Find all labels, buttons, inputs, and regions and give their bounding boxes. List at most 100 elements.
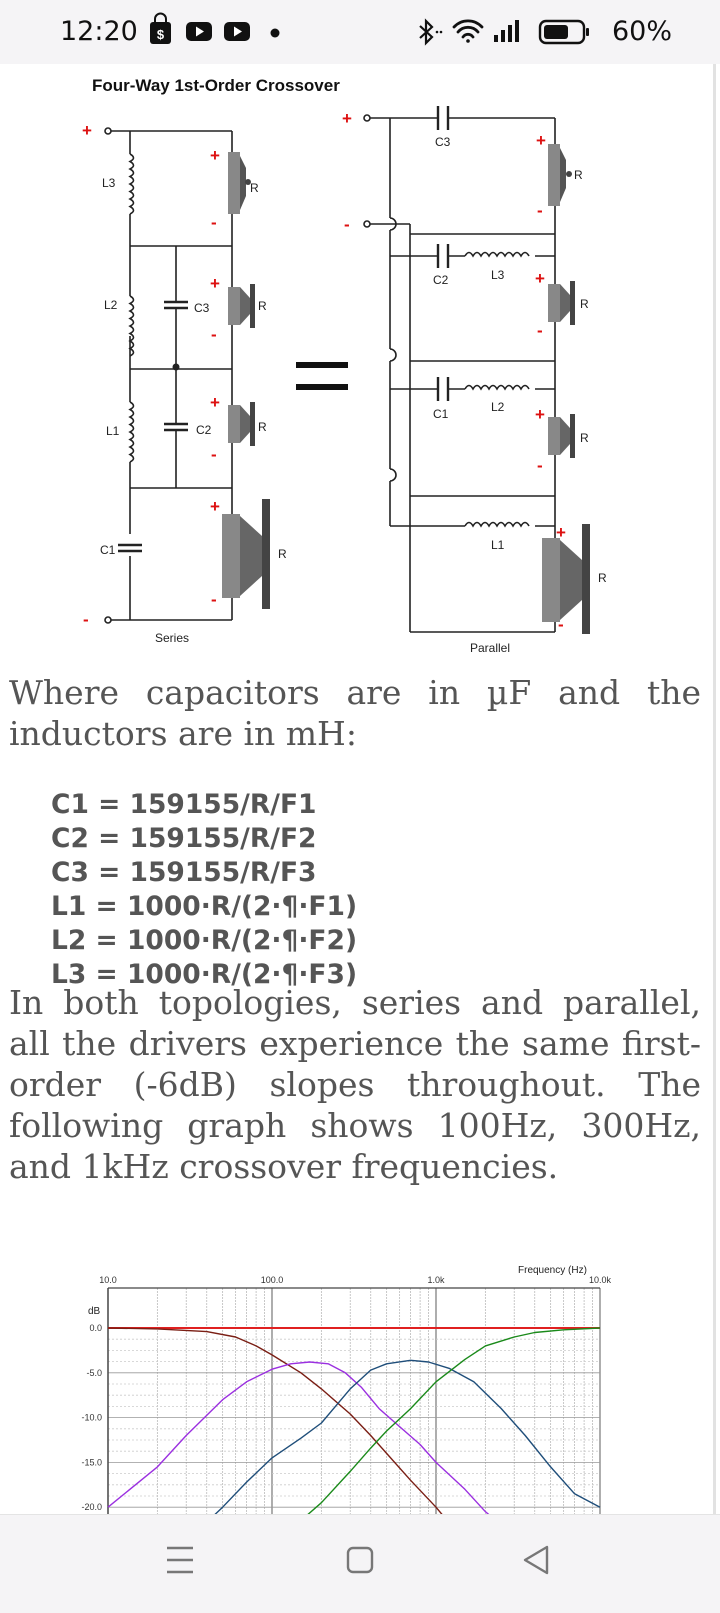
chart-series: [107, 1327, 601, 1514]
formula-l1: L1 = 1000·R/(2·¶·F1): [51, 891, 358, 922]
series-speaker-2: [228, 284, 255, 328]
wifi-icon: [452, 19, 484, 43]
series-labels: L3 L2 L1 C1 C3 C2 R R R R Series: [100, 176, 287, 645]
svg-text:L2: L2: [104, 298, 118, 312]
parallel-speaker-2: [548, 281, 575, 325]
x-tick-label: 1.0k: [427, 1275, 445, 1285]
formula-c2: C2 = 159155/R/F2: [51, 823, 317, 854]
svg-text:C2: C2: [433, 273, 449, 287]
parallel-speaker-4: [542, 524, 590, 634]
youtube-icon: [186, 22, 212, 41]
svg-text:-: -: [211, 213, 217, 232]
svg-text:-: -: [344, 215, 350, 234]
y-tick-label: -5.0: [86, 1368, 102, 1378]
svg-text:R: R: [574, 168, 583, 182]
diagram-title: Four-Way 1st-Order Crossover: [92, 76, 340, 95]
y-tick-label: -20.0: [81, 1502, 102, 1512]
svg-text:L3: L3: [491, 268, 505, 282]
y-tick-label: -10.0: [81, 1413, 102, 1423]
series-line-upper_mid: [214, 1359, 601, 1514]
x-tick-label: 100.0: [261, 1275, 284, 1285]
svg-text:R: R: [250, 181, 259, 195]
y-tick-label: -15.0: [81, 1457, 102, 1467]
svg-text:R: R: [278, 547, 287, 561]
youtube-icon: [224, 22, 250, 41]
svg-text:C1: C1: [433, 407, 449, 421]
home-button[interactable]: [335, 1535, 385, 1585]
svg-text:L2: L2: [491, 400, 505, 414]
series-speaker-3: [228, 402, 255, 446]
svg-text:C1: C1: [100, 543, 116, 557]
equals-sign: [296, 362, 348, 368]
chart-grid: [107, 1288, 601, 1514]
svg-text:+: +: [342, 109, 352, 128]
svg-text:R: R: [258, 420, 267, 434]
svg-text:R: R: [580, 431, 589, 445]
x-tick-label: 10.0k: [589, 1275, 612, 1285]
svg-text:R: R: [258, 299, 267, 313]
home-icon: [346, 1546, 374, 1574]
parallel-speaker-1: [548, 144, 572, 206]
formula-list: C1 = 159155/R/F1 C2 = 159155/R/F2 C3 = 1…: [51, 788, 357, 992]
series-line-woofer: [107, 1327, 443, 1514]
svg-text:-: -: [537, 456, 543, 475]
bluetooth-icon: [419, 18, 443, 46]
svg-text:+: +: [535, 269, 545, 288]
svg-text:L3: L3: [102, 176, 116, 190]
paragraph-units: Where capacitors are in µF and the induc…: [9, 673, 701, 753]
svg-text:-: -: [211, 590, 217, 609]
web-content[interactable]: Four-Way 1st-Order Crossover: [0, 64, 720, 1514]
svg-text:L1: L1: [491, 538, 505, 552]
svg-text:R: R: [580, 297, 589, 311]
y-tick-label: 0.0: [89, 1323, 102, 1333]
parallel-labels: C3 C2 L3 C1 L2 L1 R R R R Parallel: [433, 135, 607, 655]
svg-text:+: +: [82, 121, 92, 140]
svg-text:-: -: [83, 610, 89, 629]
svg-text:+: +: [536, 131, 546, 150]
status-bar: 12:20 $: [0, 0, 720, 64]
svg-text:+: +: [210, 274, 220, 293]
svg-text:C2: C2: [196, 423, 212, 437]
y-axis-label: dB: [88, 1306, 101, 1317]
x-tick-label: 10.0: [99, 1275, 117, 1285]
frequency-response-chart: 10.0 100.0 1.0k 10.0k 0.0 -5.0 -10.0 -15.0 -20.0…: [81, 1265, 612, 1514]
parallel-circuit: [363, 106, 556, 633]
crossover-diagram: Four-Way 1st-Order Crossover: [82, 76, 607, 655]
notification-dot-icon: [270, 28, 280, 38]
svg-text:-: -: [211, 325, 217, 344]
formula-c3: C3 = 159155/R/F3: [51, 857, 317, 888]
svg-text:+: +: [210, 393, 220, 412]
series-polarity: + - + - + - + - + -: [82, 121, 220, 629]
back-button[interactable]: [510, 1535, 560, 1585]
svg-text:C3: C3: [194, 301, 210, 315]
recents-icon: [167, 1546, 193, 1574]
series-speaker-4: [222, 499, 270, 609]
clock: 12:20: [60, 16, 138, 47]
svg-text:+: +: [210, 497, 220, 516]
recents-button[interactable]: [155, 1535, 205, 1585]
battery-icon: [538, 19, 589, 45]
status-icons: $: [150, 12, 589, 46]
svg-text:C3: C3: [435, 135, 451, 149]
signal-icon: [494, 20, 519, 42]
navigation-bar: [0, 1514, 720, 1613]
svg-text:Series: Series: [155, 631, 189, 645]
shopping-bag-icon: $: [150, 12, 171, 44]
svg-text:$: $: [157, 27, 165, 42]
svg-text:L1: L1: [106, 424, 120, 438]
parallel-speaker-3: [548, 414, 575, 458]
svg-text:-: -: [211, 445, 217, 464]
back-icon: [523, 1545, 549, 1575]
series-line-tweeter: [307, 1327, 601, 1514]
equals-sign: [296, 384, 348, 390]
x-axis-label: Frequency (Hz): [518, 1265, 587, 1276]
series-circuit: [104, 127, 233, 624]
formula-c1: C1 = 159155/R/F1: [51, 789, 317, 820]
parallel-polarity: + - + - + - + - + -: [342, 109, 566, 634]
svg-text:R: R: [598, 571, 607, 585]
series-line-lower_mid: [107, 1361, 490, 1514]
paragraph-topologies: In both topologies, series and parallel,…: [9, 983, 701, 1186]
scrollbar[interactable]: [713, 64, 716, 1514]
svg-text:+: +: [556, 523, 566, 542]
formula-l2: L2 = 1000·R/(2·¶·F2): [51, 925, 358, 956]
